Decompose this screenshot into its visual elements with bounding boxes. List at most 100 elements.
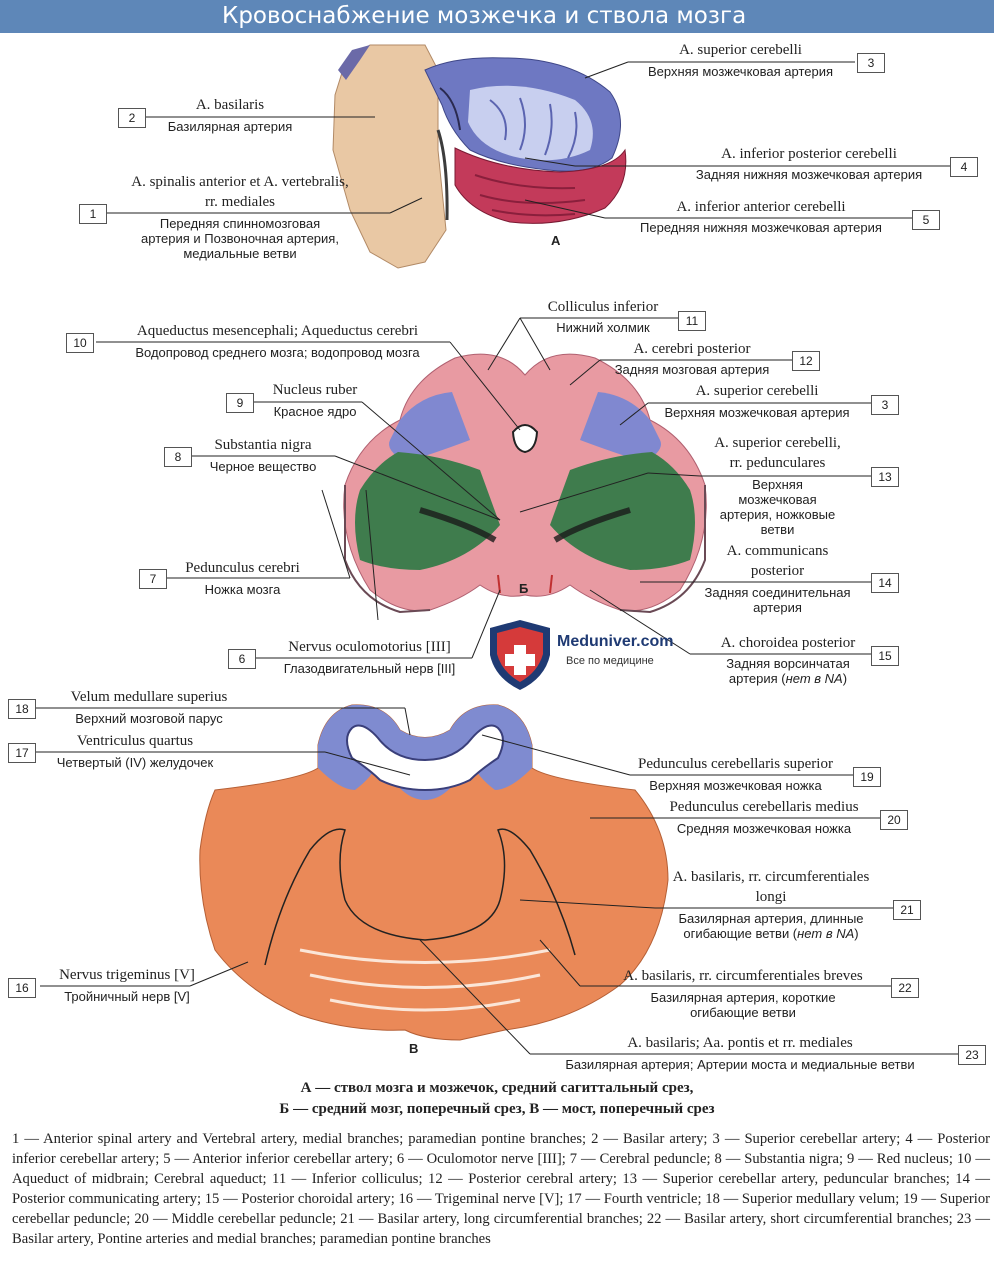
label-17-latin: Ventriculus quartus — [76, 733, 194, 749]
label-14-russian-2: артерия — [753, 600, 802, 615]
label-18-latin: Velum medullare superius — [70, 689, 228, 705]
watermark-tagline: Все по медицине — [566, 655, 654, 667]
label-1-russian-3: медиальные ветви — [183, 246, 297, 261]
label-12-latin: A. cerebri posterior — [633, 341, 751, 357]
meduniver-logo — [490, 620, 550, 690]
label-23-number: 23 — [958, 1045, 986, 1065]
label-21-russian-2: огибающие ветви (нет в NA) — [683, 926, 859, 941]
label-11-number: 11 — [678, 311, 706, 331]
label-19-number: 19 — [853, 767, 881, 787]
label-1-number: 1 — [79, 204, 107, 224]
label-5-russian: Передняя нижняя мозжечковая артерия — [640, 220, 882, 235]
label-18-russian: Верхний мозговой парус — [75, 711, 223, 726]
label-20-latin: Pedunculus cerebellaris medius — [669, 799, 859, 815]
label-21-russian: Базилярная артерия, длинные — [678, 911, 864, 926]
label-13-number: 13 — [871, 467, 899, 487]
label-5-latin: A. inferior anterior cerebelli — [676, 199, 846, 215]
label-2-russian: Базилярная артерия — [167, 119, 293, 134]
watermark-brand: Meduniver.com — [557, 633, 674, 650]
label-1-russian: Передняя спинномозговая — [159, 216, 321, 231]
label-15-latin: A. choroidea posterior — [720, 635, 856, 651]
caption-line-2: Б — средний мозг, поперечный срез, В — м… — [279, 1101, 715, 1117]
label-21-latin: A. basilaris, rr. circumferentiales — [672, 869, 870, 885]
label-16-russian: Тройничный нерв [V] — [64, 989, 190, 1004]
title-bar: Кровоснабжение мозжечка и ствола мозга — [0, 0, 994, 33]
label-4-russian: Задняя нижняя мозжечковая артерия — [695, 167, 923, 182]
label-2-latin: A. basilaris — [195, 97, 265, 113]
label-6-latin: Nervus oculomotorius [III] — [288, 639, 451, 655]
label-21-latin-2: longi — [755, 889, 787, 905]
label-15-number: 15 — [871, 646, 899, 666]
label-5-number: 5 — [912, 210, 940, 230]
label-11-russian: Нижний холмик — [556, 320, 650, 335]
label-7-number: 7 — [139, 569, 167, 589]
label-23-russian: Базилярная артерия; Артерии моста и меди… — [565, 1057, 915, 1072]
label-10-number: 10 — [66, 333, 94, 353]
label-16-latin: Nervus trigeminus [V] — [59, 967, 195, 983]
label-14-latin-2: posterior — [750, 563, 805, 579]
label-11-latin: Colliculus inferior — [547, 299, 659, 315]
label-7-latin: Pedunculus cerebri — [185, 560, 300, 576]
label-12-number: 12 — [792, 351, 820, 371]
leader-lines — [36, 61, 958, 1055]
label-23-latin: A. basilaris; Aa. pontis et rr. mediales — [627, 1035, 853, 1051]
label-3-latin: A. superior cerebelli — [679, 42, 802, 58]
label-22-russian-2: огибающие ветви — [690, 1005, 796, 1020]
label-13-russian-4: ветви — [760, 522, 795, 537]
label-22-russian: Базилярная артерия, короткие — [650, 990, 836, 1005]
label-1-latin: A. spinalis anterior et A. vertebralis, — [131, 174, 349, 190]
label-7-russian: Ножка мозга — [204, 582, 281, 597]
label-17-number: 17 — [8, 743, 36, 763]
label-16-number: 16 — [8, 978, 36, 998]
label-9-number: 9 — [226, 393, 254, 413]
label-10-russian: Водопровод среднего мозга; водопровод мо… — [135, 345, 420, 360]
label-15-russian: Задняя ворсинчатая — [726, 656, 850, 671]
english-legend: 1 — Anterior spinal artery and Vertebral… — [12, 1131, 990, 1247]
label-2-number: 2 — [118, 108, 146, 128]
label-21-number: 21 — [893, 900, 921, 920]
label-1-latin-2: rr. mediales — [205, 194, 275, 210]
label-22-number: 22 — [891, 978, 919, 998]
figure-b-midbrain — [343, 353, 707, 614]
label-22-latin: A. basilaris, rr. circumferentiales brev… — [623, 968, 863, 984]
label-13-russian-3: артерия, ножковые — [719, 507, 836, 522]
figure-letter-b: Б — [519, 581, 529, 596]
figure-v-pons — [199, 704, 669, 1041]
page-title: Кровоснабжение мозжечка и ствола мозга — [222, 3, 747, 29]
label-14-latin: A. communicans — [726, 543, 829, 559]
label-3b-russian: Верхняя мозжечковая артерия — [664, 405, 850, 420]
label-12-russian: Задняя мозговая артерия — [614, 362, 770, 377]
label-13-latin: A. superior cerebelli, — [714, 435, 841, 451]
label-17-russian: Четвертый (IV) желудочек — [56, 755, 214, 770]
label-4-number: 4 — [950, 157, 978, 177]
label-15-russian-2: артерия (нет в NA) — [728, 671, 848, 686]
label-18-number: 18 — [8, 699, 36, 719]
label-10-latin: Aqueductus mesencephali; Aqueductus cere… — [136, 323, 419, 339]
label-3-russian: Верхняя мозжечковая артерия — [647, 64, 834, 79]
figure-a-sagittal — [332, 44, 627, 269]
label-19-russian: Верхняя мозжечковая ножка — [649, 778, 822, 793]
caption-line-1: А — ствол мозга и мозжечок, средний саги… — [300, 1080, 694, 1096]
label-20-number: 20 — [880, 810, 908, 830]
label-19-latin: Pedunculus cerebellaris superior — [638, 756, 833, 772]
label-13-latin-2: rr. pedunculares — [729, 455, 826, 471]
label-8-latin: Substantia nigra — [214, 437, 312, 453]
label-3-number: 3 — [857, 53, 885, 73]
figure-letter-v: В — [409, 1041, 419, 1056]
label-6-russian: Глазодвигательный нерв [III] — [283, 661, 456, 676]
figure-letter-a: А — [551, 233, 561, 248]
label-8-russian: Черное вещество — [209, 459, 317, 474]
label-13-russian-2: мозжечковая — [738, 492, 817, 507]
label-14-number: 14 — [871, 573, 899, 593]
label-3b-number: 3 — [871, 395, 899, 415]
label-4-latin: A. inferior posterior cerebelli — [721, 146, 897, 162]
label-9-russian: Красное ядро — [273, 404, 357, 419]
label-14-russian: Задняя соединительная — [704, 585, 851, 600]
label-1-russian-2: артерия и Позвоночная артерия, — [141, 231, 339, 246]
label-9-latin: Nucleus ruber — [272, 382, 358, 398]
label-20-russian: Средняя мозжечковая ножка — [676, 821, 852, 836]
label-3b-latin: A. superior cerebelli — [695, 383, 819, 399]
label-8-number: 8 — [164, 447, 192, 467]
label-13-russian: Верхняя — [752, 477, 803, 492]
